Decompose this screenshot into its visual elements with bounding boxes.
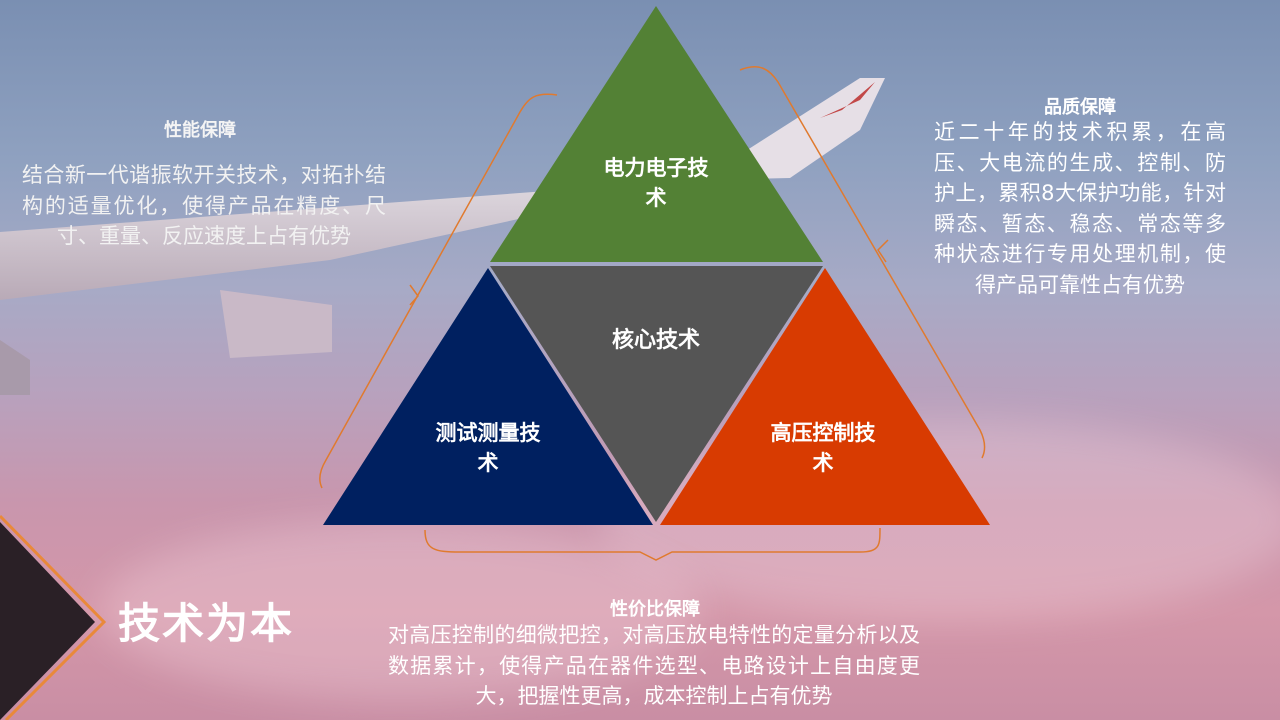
label-test-measurement: 测试测量技 术 <box>435 421 541 475</box>
bracket-left-tip <box>409 284 419 306</box>
performance-title: 性能保障 <box>164 120 236 141</box>
main-title: 技术为本 <box>118 599 295 648</box>
quality-title: 品质保障 <box>1044 97 1116 118</box>
bracket-left <box>319 93 558 489</box>
bracket-bottom <box>424 527 881 561</box>
triangle-power-electronics <box>490 6 823 262</box>
label-high-voltage-control: 高压控制技 术 <box>770 421 876 475</box>
cost-body: 对高压控制的细微把控，对高压放电特性的定量分析以及数据累计，使得产品在器件选型、… <box>388 623 920 708</box>
label-power-electronics: 电力电子技 术 <box>603 156 709 210</box>
bracket-right <box>739 66 986 459</box>
triangle-test-measurement <box>323 268 653 525</box>
label-core-tech: 核心技术 <box>611 328 700 353</box>
performance-body: 结合新一代谐振软开关技术，对拓扑结构的适量优化，使得产品在精度、尺寸、重量、反应… <box>22 163 386 248</box>
triangle-high-voltage-control <box>660 268 990 525</box>
quality-body: 近二十年的技术积累，在高压、大电流的生成、控制、防护上，累积8大保护功能，针对瞬… <box>934 120 1226 297</box>
cloud-glow <box>100 520 700 700</box>
cost-title: 性价比保障 <box>610 599 700 620</box>
triangle-core-tech <box>490 266 823 522</box>
bracket-right-tip <box>877 239 889 263</box>
